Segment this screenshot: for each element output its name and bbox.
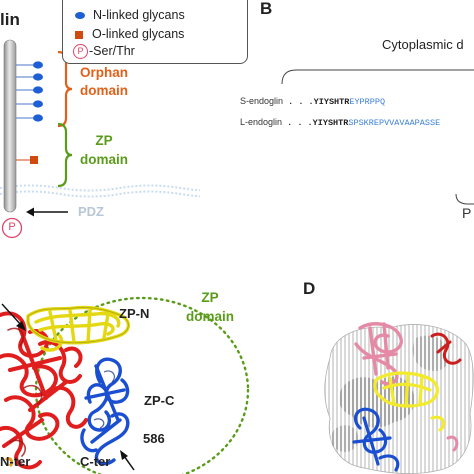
n-linked-glycan-markers (16, 61, 43, 122)
n-linked-glycan-icon (75, 12, 85, 20)
residue-586-arrow (120, 450, 135, 471)
s-endoglin-label: S-endoglin (240, 96, 284, 106)
zp-n-region-outline (27, 307, 129, 344)
legend-n-linked: N-linked glycans (75, 8, 185, 22)
zp-domain-brace (57, 122, 73, 188)
phospho-marker-label: P (8, 221, 16, 233)
c-ter-label: C-ter (80, 454, 111, 469)
zp-c-label: ZP-C (144, 393, 175, 408)
red-region (430, 332, 462, 365)
l-endoglin-conserved: YIYSHTR (312, 118, 349, 128)
panel-c-zp-domain-label: ZP domain (186, 288, 234, 326)
membrane (0, 184, 200, 198)
s-endoglin-dots: . . . (283, 97, 314, 107)
legend-ser-thr: P-Ser/Thr (73, 44, 135, 60)
right-accents (430, 415, 459, 452)
l-endoglin-sequence: L-endoglin . . .YIYSHTRSPSKREPVVAVAAPASS… (240, 117, 440, 128)
n-ter-label: N-ter (0, 454, 31, 469)
n-terminal-region (0, 311, 88, 470)
o-linked-glycan-icon (75, 30, 83, 39)
phospho-icon: P (73, 44, 88, 60)
l-endoglin-dots: . . . (282, 118, 313, 128)
zp-domain-label: ZP domain (80, 131, 128, 169)
panel-a-schematic (0, 39, 200, 239)
legend-n-linked-label: N-linked glycans (93, 8, 185, 22)
linker-arrow (1, 303, 26, 331)
panel-c-zp-domain-label-line1: ZP (201, 290, 219, 305)
legend-o-linked: O-linked glycans (75, 27, 184, 41)
panel-b-lower-bracket (455, 193, 474, 205)
panel-a-partial-title: lin (0, 10, 20, 29)
panel-c-zp-domain-label-line2: domain (186, 309, 235, 324)
s-endoglin-conserved: YIYSHTR (313, 97, 350, 107)
glycan-legend: N-linked glycans O-linked glycans P-Ser/… (62, 0, 248, 64)
zp-c-region (80, 357, 130, 466)
n-terminal-region-dark (7, 327, 43, 457)
s-endoglin-sequence: S-endoglin . . .YIYSHTREYPRPPQ (240, 96, 385, 107)
l-endoglin-label: L-endoglin (240, 117, 283, 127)
residue-586-label: 586 (143, 431, 165, 446)
zp-n-label: ZP-N (119, 306, 150, 321)
panel-d-letter: D (303, 279, 316, 298)
zp-domain-label-line1: ZP (95, 133, 113, 148)
pdz-label: PDZ (78, 204, 104, 219)
panel-c-structure (0, 296, 250, 474)
zp-domain-label-line2: domain (80, 152, 129, 167)
orphan-domain-label-line2: domain (80, 83, 129, 98)
panel-b-letter: B (260, 0, 273, 18)
o-linked-glycan-marker (16, 156, 38, 164)
orphan-domain-label: Orphan domain (80, 64, 128, 100)
zp-c-region-dark (93, 370, 116, 429)
legend-o-linked-label: O-linked glycans (92, 27, 185, 41)
legend-ser-thr-label: -Ser/Thr (89, 44, 135, 58)
zp-domain-outline (34, 296, 250, 474)
pdz-arrow (26, 207, 68, 217)
endoglin-rod (3, 39, 17, 213)
orphan-domain-label-line1: Orphan (80, 65, 129, 80)
blue-region (352, 407, 400, 472)
phospho-site-marker (1, 217, 23, 239)
s-endoglin-variable: EYPRPPQ (349, 97, 386, 107)
panel-d-structure (324, 322, 474, 474)
panel-b-title: Cytoplasmic d (382, 37, 464, 52)
cytoplasmic-bracket (281, 69, 474, 85)
l-endoglin-variable: SPSKREPVVAVAAPASSE (348, 118, 441, 128)
panel-b-partial-letter: P (462, 205, 472, 221)
yellow-region (373, 371, 439, 408)
